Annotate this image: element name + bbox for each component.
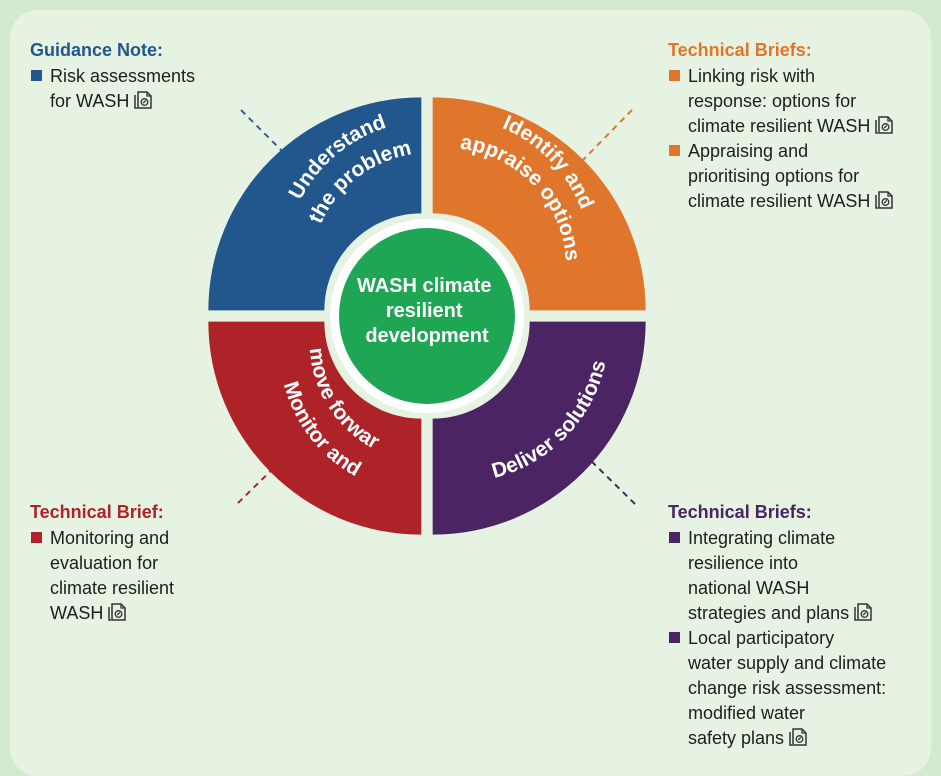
resource-title-line: climate resilient WASH	[688, 191, 871, 211]
technical-briefs-deliver-block: Technical Briefs: Integrating climate res…	[668, 500, 930, 751]
block-heading: Technical Briefs:	[668, 40, 812, 60]
bullet-square-icon	[31, 532, 42, 543]
connector-line-top-left	[240, 109, 304, 173]
technical-briefs-identify-block: Technical Briefs: Linking risk with respo…	[668, 38, 930, 214]
block-list: Linking risk with response: options for cl…	[668, 64, 930, 214]
resource-title-line: change risk assessment:	[688, 678, 887, 698]
resource-title-line: evaluation for	[50, 553, 159, 573]
resource-title-line: Linking risk with	[688, 66, 816, 86]
bullet-square-icon	[669, 145, 680, 156]
block-heading: Technical Brief:	[30, 502, 164, 522]
resource-title-line: Risk assessments	[50, 66, 196, 86]
quadrant-monitor	[208, 321, 422, 535]
document-link-icon[interactable]	[107, 602, 129, 622]
resource-title-line: national WASH	[688, 578, 810, 598]
block-list: Risk assessments for WASH	[30, 64, 250, 114]
bullet-square-icon	[669, 70, 680, 81]
technical-brief-monitor-block: Technical Brief: Monitoring and evaluatio…	[30, 500, 250, 626]
bullet-square-icon	[31, 70, 42, 81]
resource-title-line: safety plans	[688, 728, 785, 748]
document-link-icon[interactable]	[853, 602, 875, 622]
document-link-icon[interactable]	[788, 727, 810, 747]
quadrant-deliver	[432, 321, 646, 535]
resource-list-item[interactable]: Integrating climate resilience into nation…	[668, 526, 930, 626]
center-label: WASH climate resilient development	[357, 275, 497, 347]
resource-title-line: Integrating climate	[688, 528, 836, 548]
resource-list-item[interactable]: Appraising and prioritising options for cl…	[668, 139, 930, 214]
resource-title-line: WASH	[50, 603, 104, 623]
quadrant-understand	[208, 97, 422, 311]
resource-title-line: strategies and plans	[688, 603, 850, 623]
resource-title-line: for WASH	[50, 91, 130, 111]
resource-title-line: climate resilient	[50, 578, 175, 598]
resource-title-line: climate resilient WASH	[688, 116, 871, 136]
resource-title-line: modified water	[688, 703, 806, 723]
resource-title-line: prioritising options for	[688, 166, 860, 186]
connector-line-bottom-left	[237, 449, 293, 504]
resource-list-item[interactable]: Linking risk with response: options for cl…	[668, 64, 930, 139]
guidance-note-block: Guidance Note: Risk assessments for WASH	[30, 38, 250, 114]
block-heading: Technical Briefs:	[668, 502, 812, 522]
bullet-square-icon	[669, 632, 680, 643]
block-heading: Guidance Note:	[30, 40, 164, 60]
resource-title-line: Appraising and	[688, 141, 809, 161]
document-link-icon[interactable]	[874, 115, 896, 135]
resource-title-line: Local participatory	[688, 628, 835, 648]
resource-title-line: Monitoring and	[50, 528, 170, 548]
bullet-square-icon	[669, 532, 680, 543]
document-link-icon[interactable]	[133, 90, 155, 110]
resource-title-line: water supply and climate	[688, 653, 887, 673]
block-list: Monitoring and evaluation for climate resi…	[30, 526, 250, 626]
resource-list-item[interactable]: Monitoring and evaluation for climate resi…	[30, 526, 250, 626]
connector-line-bottom-right	[581, 451, 636, 505]
resource-title-line: response: options for	[688, 91, 857, 111]
quadrant-identify	[432, 97, 646, 311]
block-list: Integrating climate resilience into nation…	[668, 526, 930, 751]
center-circle	[339, 228, 515, 404]
resource-list-item[interactable]: Risk assessments for WASH	[30, 64, 250, 114]
resource-title-line: resilience into	[688, 553, 799, 573]
document-link-icon[interactable]	[874, 190, 896, 210]
resource-list-item[interactable]: Local participatory water supply and clim…	[668, 626, 930, 751]
connector-line-top-right	[580, 109, 633, 163]
